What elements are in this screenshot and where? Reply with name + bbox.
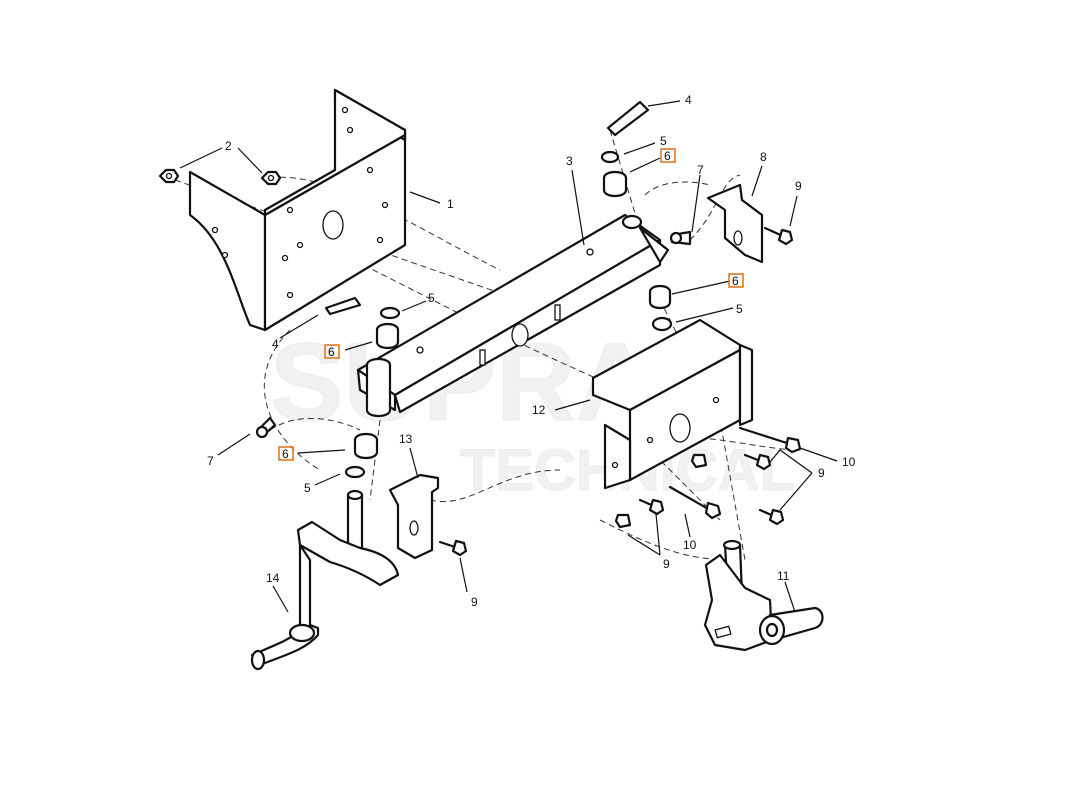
callout-9: 9 [663, 557, 670, 571]
part-14-left-spindle [250, 489, 400, 671]
callout-9: 9 [471, 595, 478, 609]
callout-2: 2 [225, 139, 232, 153]
callout-10: 10 [842, 455, 856, 469]
part-13-bracket [388, 473, 440, 560]
part-8-bracket [706, 183, 764, 264]
callout-6: 6 [664, 149, 671, 163]
callout-11: 11 [777, 569, 790, 583]
part-12-channel-bracket [591, 318, 754, 490]
callout-5: 5 [660, 134, 667, 148]
callout-4: 4 [272, 337, 279, 351]
callout-7: 7 [697, 163, 704, 177]
callout-5: 5 [736, 302, 743, 316]
callout-10: 10 [683, 538, 697, 552]
callout-4: 4 [685, 93, 692, 107]
part-1-bracket-plate [188, 88, 407, 332]
leader-lines [179, 100, 838, 613]
callout-9: 9 [818, 466, 825, 480]
callout-1: 1 [447, 197, 454, 211]
callout-8: 8 [760, 150, 767, 164]
pins-bushings-washers [324, 100, 673, 479]
parts-9-10-bolts [438, 226, 802, 557]
part-11-right-spindle [703, 539, 824, 652]
callout-6: 6 [282, 447, 289, 461]
callout-13: 13 [399, 432, 413, 446]
callout-labels: 1 2 3 4 4 5 5 5 5 6 6 6 6 7 7 8 9 9 9 9 … [207, 93, 856, 609]
callout-5: 5 [304, 481, 311, 495]
callout-14: 14 [266, 571, 280, 585]
callout-3: 3 [566, 154, 573, 168]
callout-5: 5 [428, 291, 435, 305]
callout-6: 6 [328, 345, 335, 359]
callout-6: 6 [732, 274, 739, 288]
part-2-nuts [158, 168, 282, 186]
callout-9: 9 [795, 179, 802, 193]
callout-7: 7 [207, 454, 214, 468]
callout-12: 12 [532, 403, 546, 417]
highlight-boxes [278, 148, 744, 461]
part-7-grease-fittings [255, 230, 692, 439]
